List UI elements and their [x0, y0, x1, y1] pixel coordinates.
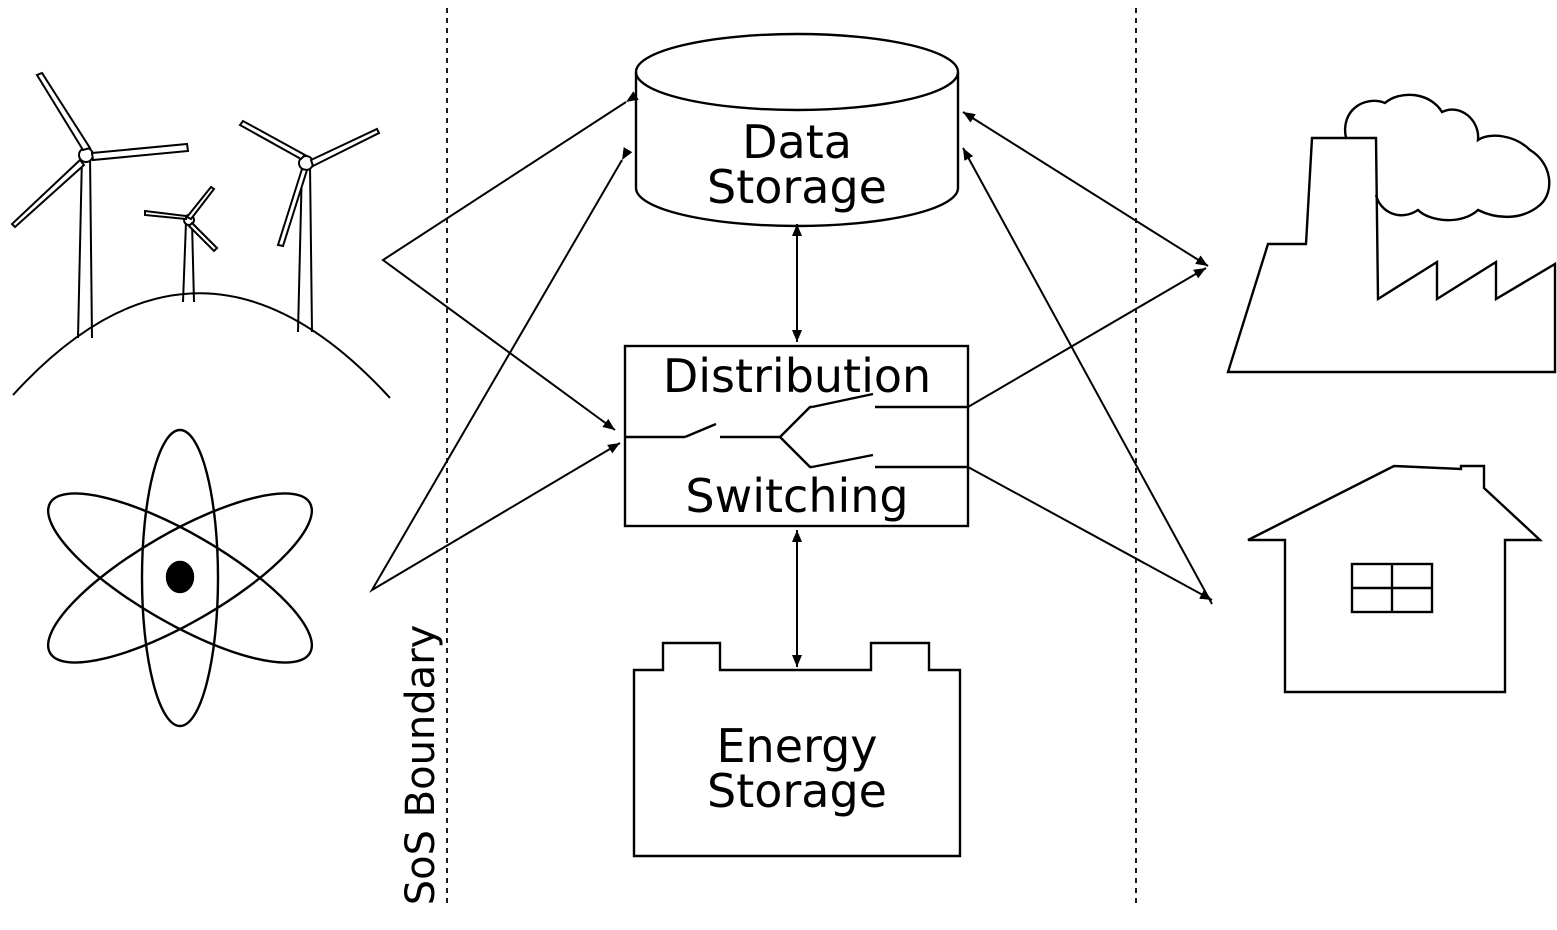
- distribution-label: Distribution: [663, 349, 931, 403]
- data-storage-label-1: Data: [742, 115, 852, 169]
- wind-turbines-icon: [10, 71, 391, 399]
- boundary-label: SoS Boundary: [398, 625, 444, 906]
- energy-storage-label-2: Storage: [707, 764, 887, 818]
- switching-label: Switching: [685, 469, 908, 523]
- distribution-switching-node: Distribution Switching: [623, 344, 970, 528]
- data-storage-label-2: Storage: [707, 160, 887, 214]
- house-icon: [1247, 464, 1544, 694]
- data-storage-node: Data Storage: [634, 32, 960, 228]
- factory-icon: [1226, 93, 1557, 374]
- connections: [369, 91, 1213, 667]
- switch-symbol: [625, 392, 968, 469]
- energy-storage-label-1: Energy: [716, 719, 877, 773]
- energy-storage-node: Energy Storage: [632, 641, 962, 858]
- nuclear-atom-icon: [46, 428, 314, 728]
